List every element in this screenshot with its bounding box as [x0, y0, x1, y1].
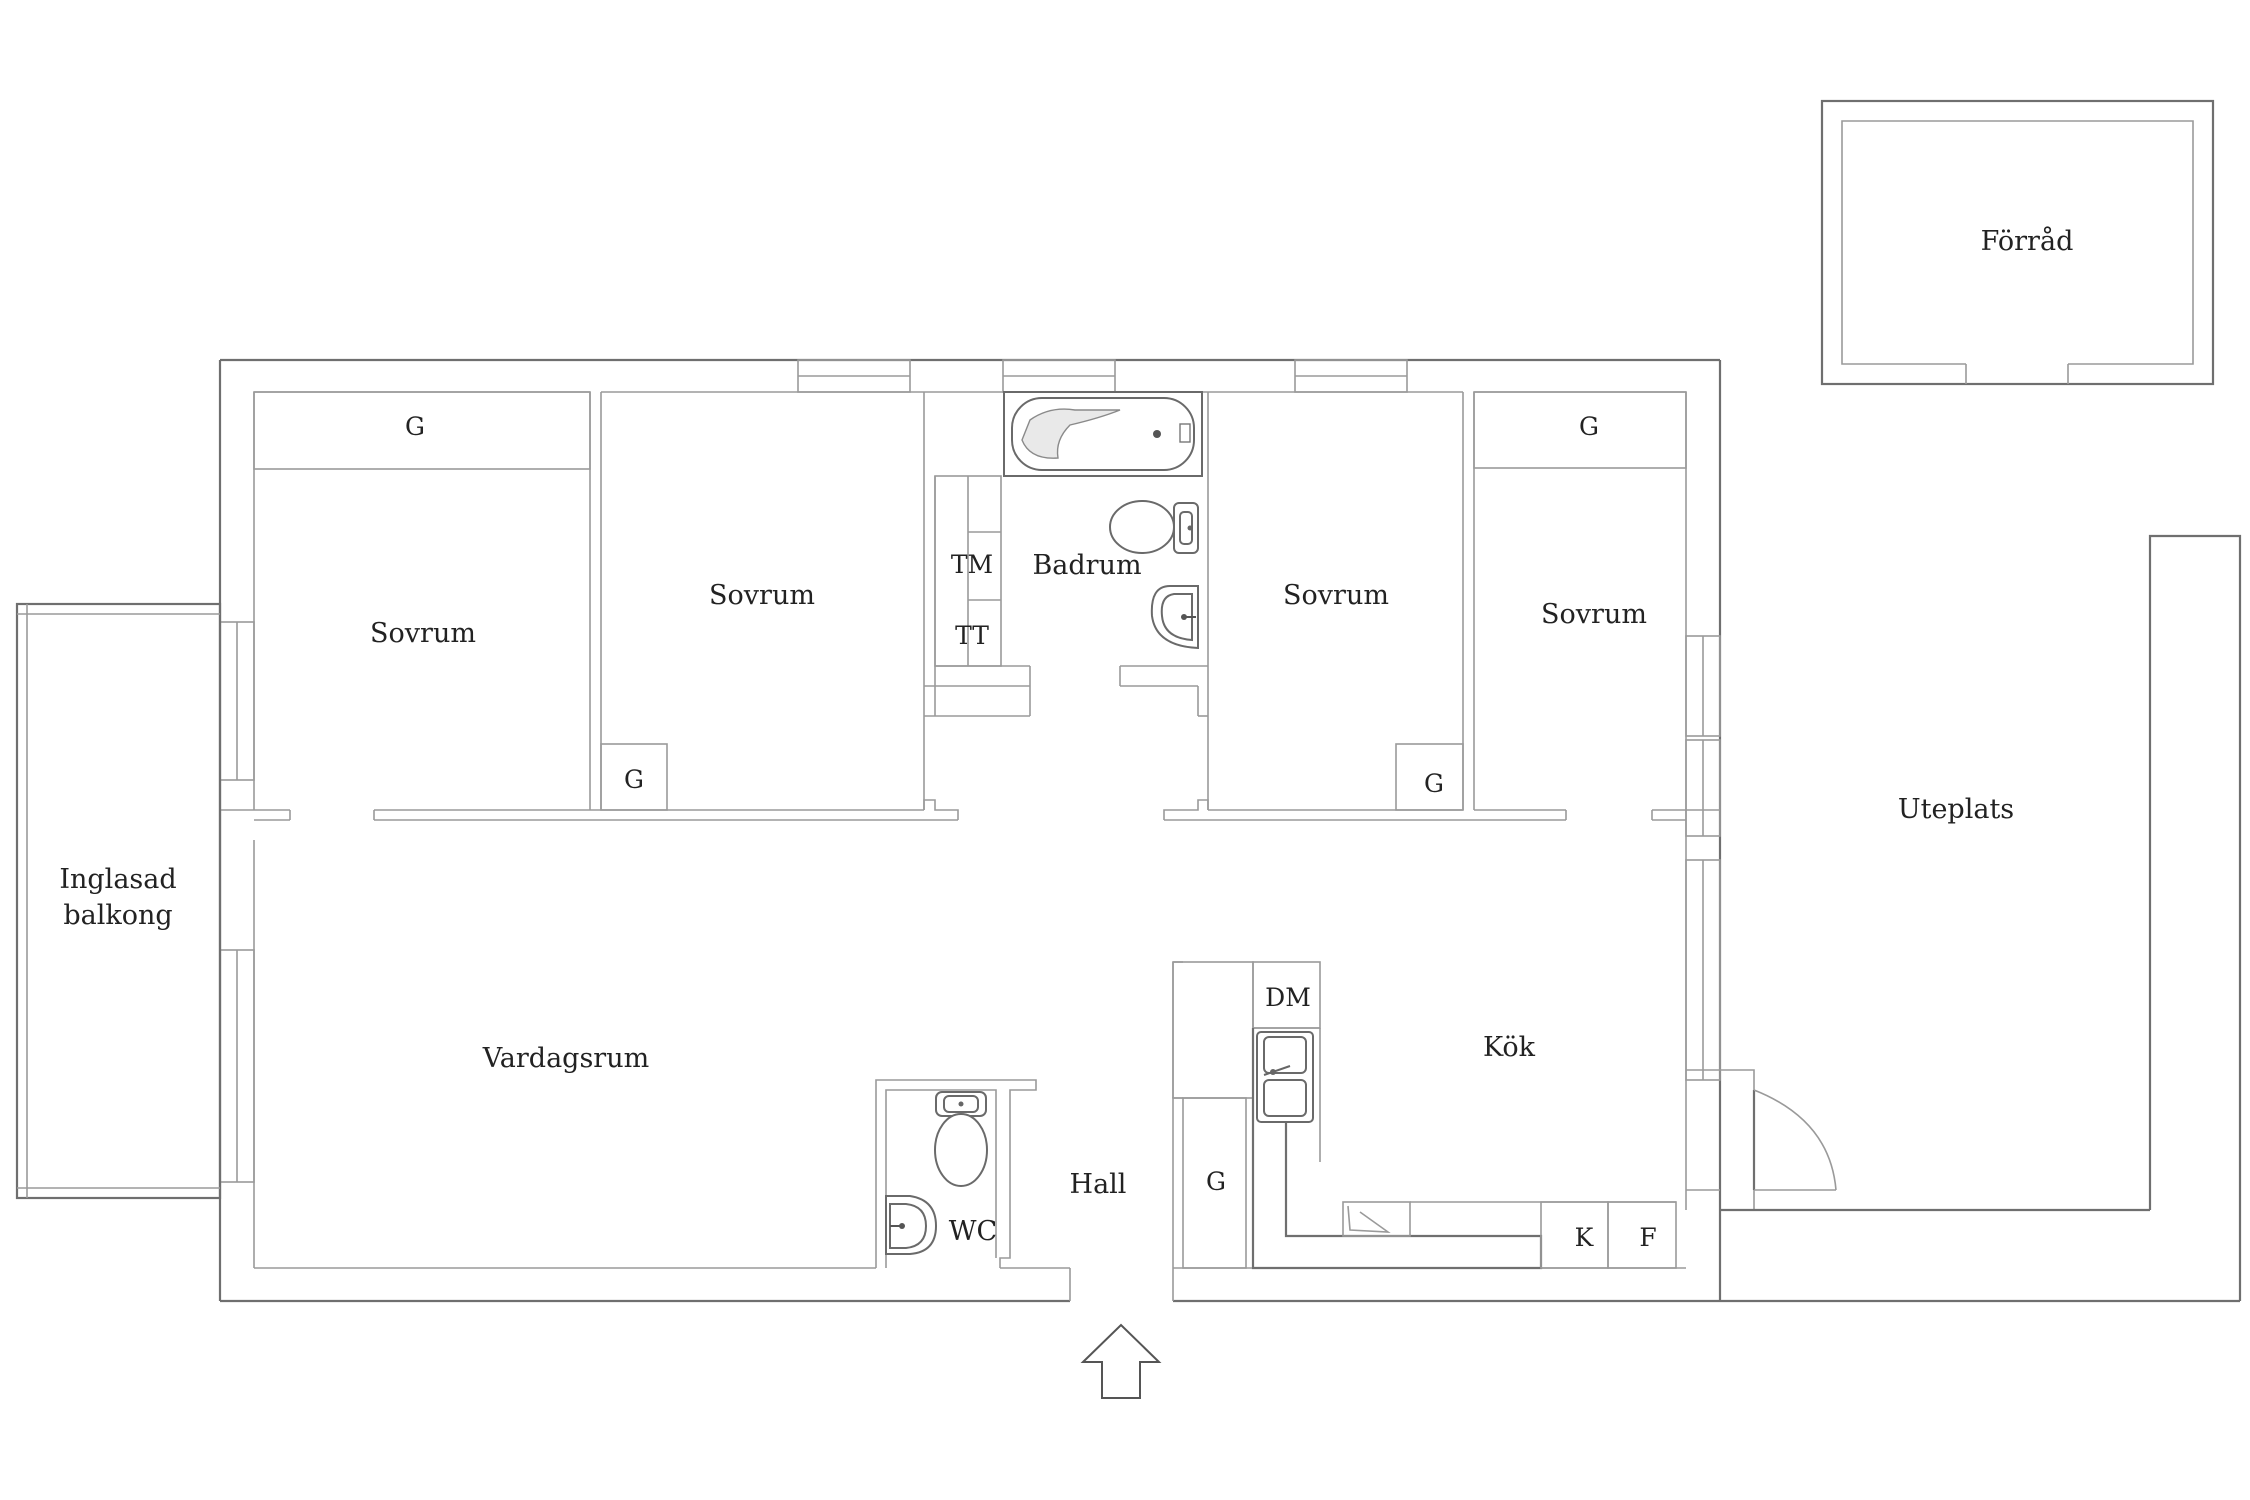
- entrance-arrow-icon: [1080, 1323, 1162, 1399]
- sovrum-1-wardrobe-label: G: [405, 412, 425, 441]
- badrum-label: Badrum: [1032, 550, 1141, 581]
- forrad-structure: [1820, 99, 2215, 386]
- sovrum-3-wardrobe-label: G: [1424, 769, 1444, 798]
- sovrum-3-walls: [1163, 391, 1566, 821]
- forrad-label: Förråd: [1981, 225, 2074, 257]
- sovrum-3-label: Sovrum: [1283, 580, 1389, 611]
- hall-wardrobe: [1172, 961, 1247, 1269]
- laundry-column: [934, 475, 1002, 667]
- top-windows: [797, 359, 1408, 393]
- dishwasher-label: DM: [1265, 983, 1311, 1012]
- sovrum-2-wardrobe-label: G: [624, 765, 644, 794]
- sovrum-1-label: Sovrum: [370, 618, 476, 649]
- hall-label: Hall: [1070, 1169, 1127, 1200]
- uteplats-outline: [2148, 534, 2242, 1301]
- sink-icon: [885, 1195, 938, 1255]
- balkong-label-line1: Inglasad: [59, 864, 176, 895]
- outer-walls: [218, 358, 2240, 1303]
- kok-label: Kök: [1483, 1032, 1536, 1063]
- uteplats-label: Uteplats: [1898, 794, 2014, 825]
- toilet-icon: [934, 1091, 988, 1187]
- freezer-label: F: [1639, 1223, 1656, 1252]
- tumble-dryer-label: TT: [955, 621, 989, 650]
- washing-machine-label: TM: [951, 550, 993, 579]
- toilet-icon: [1109, 500, 1199, 554]
- balkong-label-line2: balkong: [63, 900, 172, 931]
- kitchen-sink-icon: [1256, 1031, 1314, 1123]
- stove-icon: [1347, 1205, 1391, 1233]
- balcony-structure: [15, 602, 222, 1200]
- hall-wardrobe-label: G: [1206, 1167, 1226, 1196]
- sovrum-2-label: Sovrum: [709, 580, 815, 611]
- sovrum-1-walls: [253, 391, 591, 820]
- sovrum-4-label: Sovrum: [1541, 599, 1647, 630]
- kitchen-units: [1172, 961, 1677, 1270]
- vardagsrum-label: Vardagsrum: [482, 1043, 649, 1074]
- left-windows: [219, 621, 291, 1183]
- wc-walls: [875, 1079, 1037, 1268]
- fridge-label: K: [1575, 1223, 1595, 1252]
- sink-icon: [1150, 585, 1199, 650]
- sovrum-4-walls: [1473, 391, 1687, 820]
- door-swing-icon: [1685, 1069, 2150, 1212]
- right-windows: [1651, 635, 1721, 1081]
- sovrum-2-walls: [374, 391, 959, 821]
- bathtub-icon: [1003, 391, 1203, 477]
- wc-label: WC: [949, 1216, 997, 1247]
- sovrum-4-wardrobe-label: G: [1579, 412, 1599, 441]
